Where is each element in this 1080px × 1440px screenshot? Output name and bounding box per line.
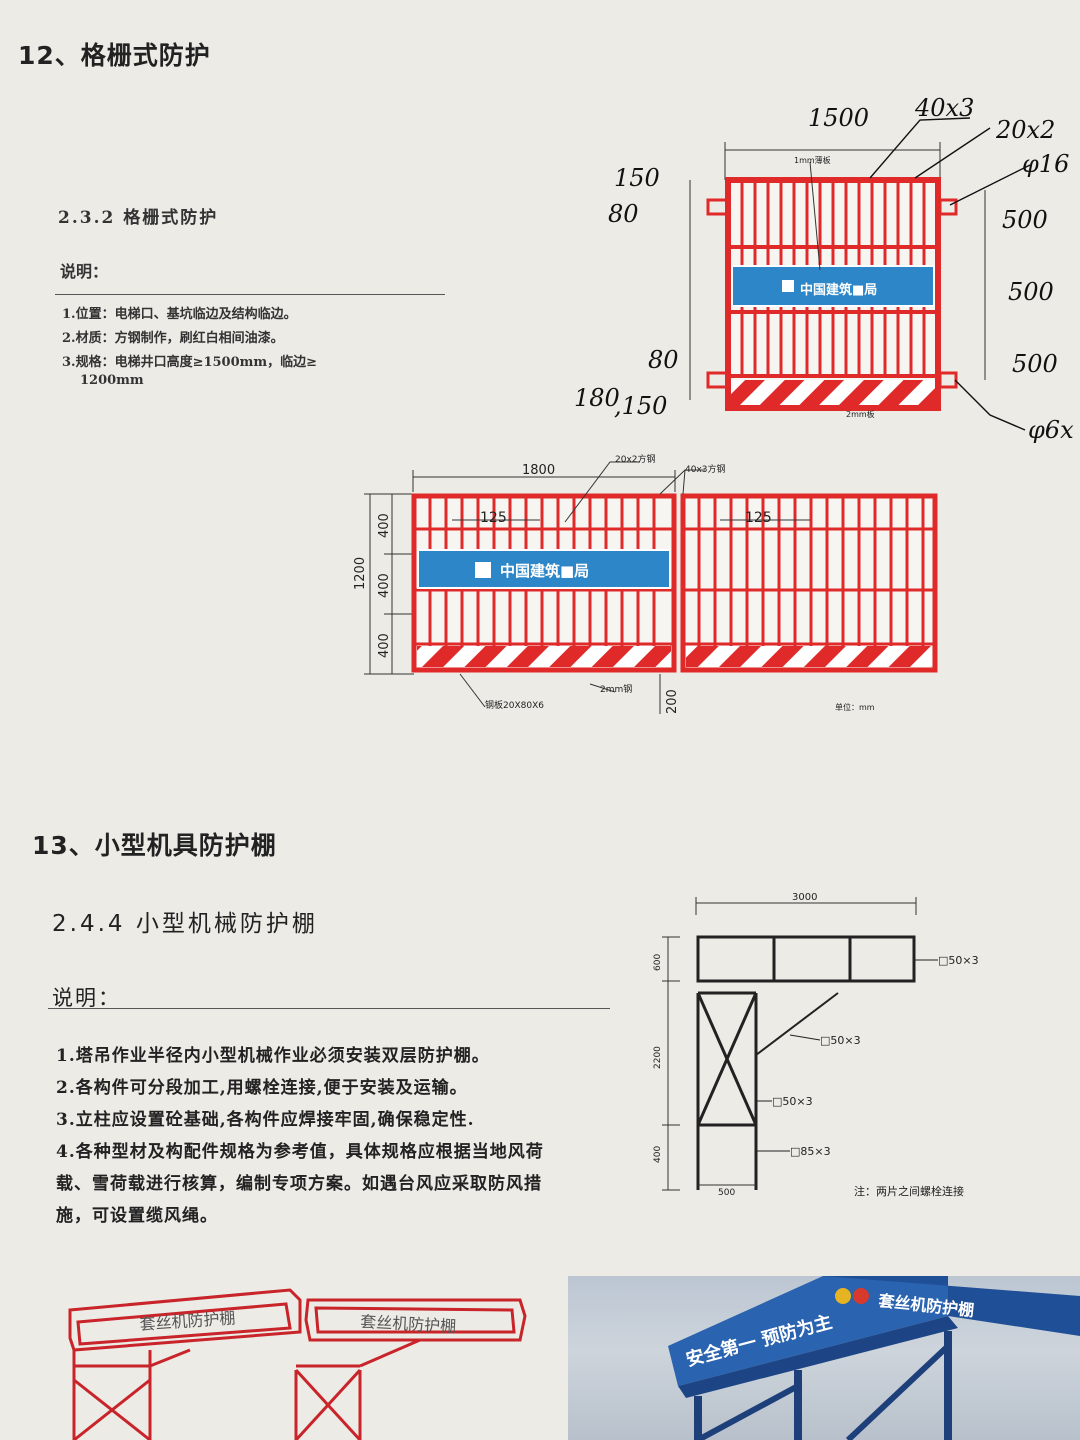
note-item: 1200mm (80, 373, 144, 388)
divider (48, 1008, 610, 1009)
label-20x2: 20x2方钢 (615, 453, 656, 465)
shed-photo: 安全第一 预防为主 套丝机防护棚 (568, 1276, 1080, 1440)
fence-large-banner: 中国建筑■局 (500, 562, 589, 580)
drawing-note: 注：两片之间螺栓连接 (854, 1184, 964, 1198)
spec-roof: □50×3 (938, 954, 979, 967)
hw-150: ,150 (614, 392, 667, 420)
dim-1800: 1800 (522, 463, 555, 478)
sketch-sign-2: 套丝机防护棚 (360, 1312, 457, 1336)
hw-500: 500 (1012, 350, 1058, 378)
hw-40x3: 40x3 (914, 94, 974, 122)
shed-drawing: 3000 600 2200 400 500 □50×3 □50×3 □50×3 … (653, 892, 979, 1198)
label-2mm: 2mm钢 (600, 683, 632, 695)
divider (55, 294, 445, 295)
hw-500: 500 (1008, 278, 1054, 306)
section-12-title: 12、格栅式防护 (18, 41, 211, 70)
fence-large-drawing: 1800 1200 400 400 400 125 125 中国建筑■局 20x… (353, 453, 938, 714)
hw-20x2: 20x2 (995, 116, 1055, 144)
dim-2200: 2200 (653, 1046, 663, 1069)
section-13-subtitle: 2.4.4 小型机械防护棚 (52, 911, 318, 937)
dim-500: 500 (718, 1188, 735, 1198)
note-item: 2.材质：方钢制作，刷红白相间油漆。 (62, 331, 284, 346)
dim-400: 400 (377, 513, 392, 538)
label-40x3: 40x3方钢 (685, 463, 726, 475)
dim-400: 400 (377, 573, 392, 598)
sketch-sign-1: 套丝机防护棚 (139, 1308, 236, 1334)
hw-500: 500 (1002, 206, 1048, 234)
note-item: 4.各种型材及构配件规格为参考值，具体规格应根据当地风荷 (56, 1142, 544, 1162)
hw-phi6: φ6x (1028, 416, 1074, 444)
note-item: 1.塔吊作业半径内小型机械作业必须安装双层防护棚。 (56, 1046, 490, 1066)
section-13-title: 13、小型机具防护棚 (32, 831, 277, 860)
hw-80: 80 (648, 346, 679, 374)
section-12-note-label: 说明： (60, 262, 109, 281)
hw-150: 150 (614, 164, 660, 192)
dim-400: 400 (377, 633, 392, 658)
dim-125: 125 (745, 510, 772, 526)
hw-phi16: φ16 (1022, 150, 1069, 178)
hw-1500: 1500 (808, 104, 869, 132)
hw-80: 80 (608, 200, 639, 228)
fence-small-drawing: 中国建筑■局 1mm薄板 2mm板 1500 40x3 20x2 φ16 150… (574, 94, 1074, 444)
label-base-plate: 钢板20X80X6 (485, 699, 544, 711)
note-item: 施，可设置缆风绳。 (56, 1206, 218, 1226)
dim-600: 600 (653, 954, 663, 971)
spec-column: □85×3 (790, 1145, 831, 1158)
spec-brace: □50×3 (820, 1034, 861, 1047)
dim-400: 400 (653, 1146, 663, 1163)
fence-small-top-label: 1mm薄板 (794, 155, 831, 165)
dim-125: 125 (480, 510, 507, 526)
section-13-note-label: 说明： (52, 986, 121, 1010)
spec-beam: □50×3 (772, 1095, 813, 1108)
fence-small-bottom-label: 2mm板 (846, 409, 875, 419)
shed-sketch: 套丝机防护棚 套丝机防护棚 (68, 1288, 527, 1440)
dim-1200: 1200 (353, 557, 368, 590)
fence-small-banner: 中国建筑■局 (800, 282, 877, 298)
note-item: 3.立柱应设置砼基础,各构件应焊接牢固,确保稳定性. (56, 1110, 475, 1130)
dim-200: 200 (665, 689, 680, 714)
note-item: 载、雪荷载进行核算，编制专项方案。如遇台风应采取防风措 (56, 1174, 542, 1194)
dim-3000: 3000 (792, 892, 817, 903)
note-item: 1.位置：电梯口、基坑临边及结构临边。 (62, 307, 297, 322)
unit-label: 单位：mm (835, 702, 875, 712)
note-item: 2.各构件可分段加工,用螺栓连接,便于安装及运输。 (56, 1078, 468, 1098)
section-12-subtitle: 2.3.2 格栅式防护 (58, 208, 219, 228)
hw-180: 180 (574, 384, 620, 412)
note-item: 3.规格：电梯井口高度≥1500mm，临边≥ (62, 355, 318, 370)
section-12-notes: 1.位置：电梯口、基坑临边及结构临边。 2.材质：方钢制作，刷红白相间油漆。 3… (62, 303, 452, 393)
section-13-notes: 1.塔吊作业半径内小型机械作业必须安装双层防护棚。 2.各构件可分段加工,用螺栓… (56, 1040, 626, 1232)
